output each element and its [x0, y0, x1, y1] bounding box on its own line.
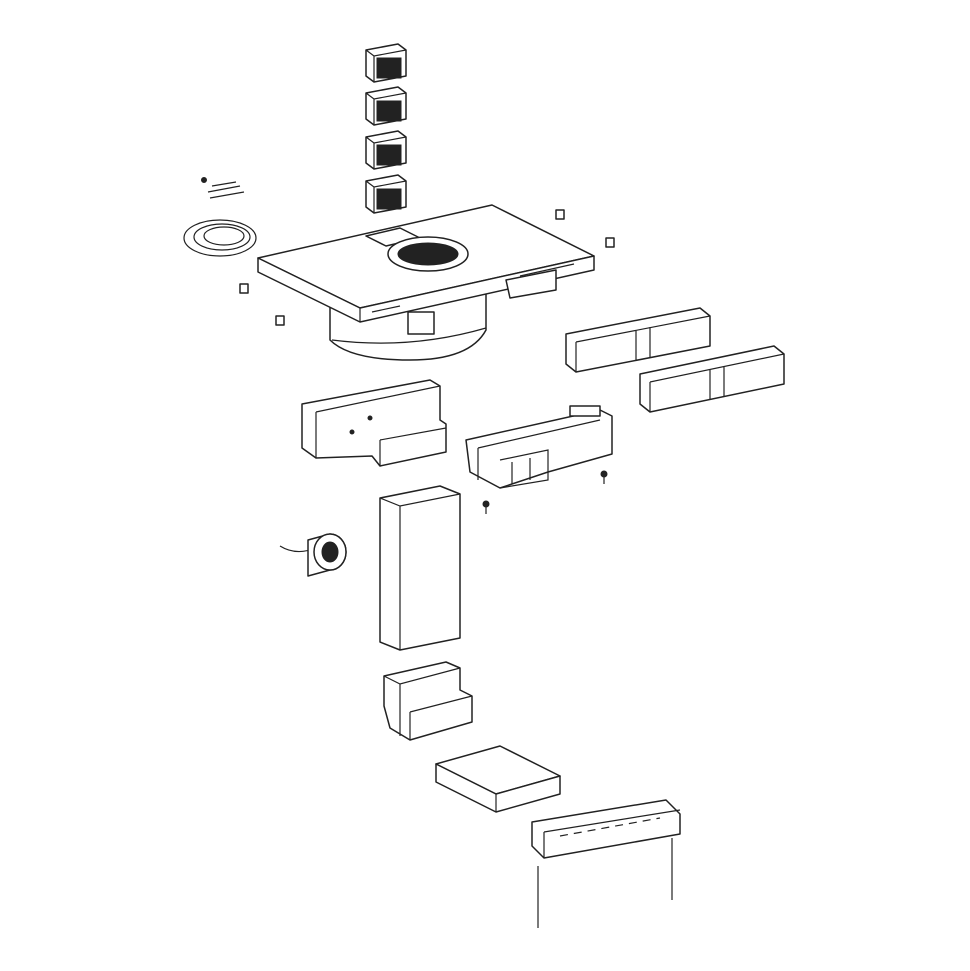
- screws: [482, 470, 608, 514]
- flat-duct: [435, 745, 561, 813]
- fan-housing: [301, 379, 447, 467]
- motor-unit: [465, 405, 613, 489]
- duct-connector: [639, 345, 785, 413]
- plinth-vent: [531, 799, 681, 859]
- seal-coil: [183, 219, 257, 257]
- charcoal-filter: [365, 43, 407, 83]
- mounting-clips: [239, 209, 615, 326]
- vertical-duct: [379, 485, 461, 651]
- duct-connector: [565, 307, 711, 373]
- induction-hob: [257, 204, 595, 361]
- plinth-legs: [537, 838, 673, 928]
- aluminium-tape-roll: [279, 533, 347, 577]
- charcoal-filter-stack: [365, 43, 407, 214]
- charcoal-filter: [365, 174, 407, 214]
- duct-elbow: [383, 661, 473, 741]
- charcoal-filter: [365, 130, 407, 170]
- gasket-strips: [201, 177, 245, 199]
- charcoal-filter: [365, 86, 407, 126]
